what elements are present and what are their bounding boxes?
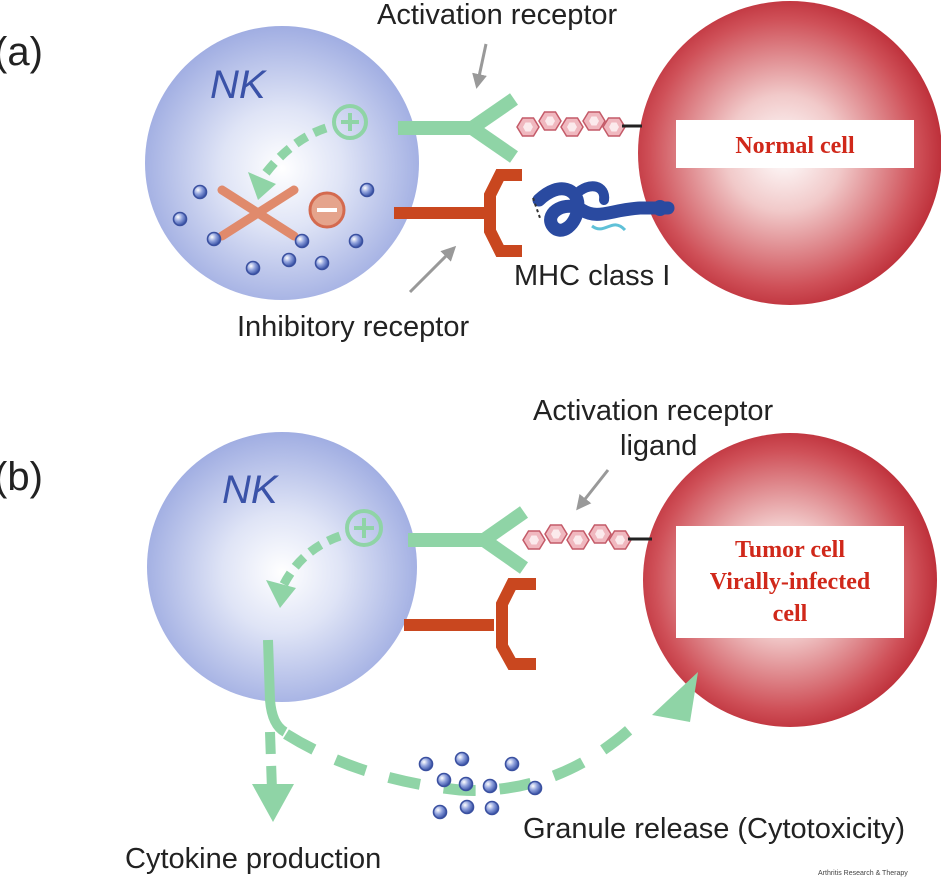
ligand-pointer	[576, 469, 610, 511]
granule-release-arrowhead	[652, 672, 698, 722]
ligand-label-line1: Activation receptor	[533, 395, 774, 427]
inhibitory-receptor-label: Inhibitory receptor	[237, 311, 469, 343]
nk-cell-a	[145, 26, 419, 300]
activation-receptor-b	[408, 506, 529, 574]
inhibitory-receptor-b	[404, 578, 536, 670]
activation-arrowhead-b	[266, 580, 296, 608]
journal-credit: Arthritis Research & Therapy	[818, 870, 908, 877]
block-x-icon	[217, 185, 299, 241]
panel-a-label: (a)	[0, 30, 43, 74]
panel-b-label: (b)	[0, 455, 43, 499]
mhc-class-i-molecule	[532, 181, 675, 237]
activation-signal-arrow-b	[277, 531, 342, 590]
inhibitory-receptor-a	[394, 169, 522, 257]
normal-cell-label: Normal cell	[735, 133, 855, 159]
ligand-label-line2: ligand	[620, 430, 697, 462]
mhc-class-i-label: MHC class I	[514, 260, 670, 292]
cytokine-arrow-stem	[265, 731, 277, 791]
cytokine-arrowhead	[252, 784, 294, 822]
nk-cell-b	[147, 432, 417, 702]
activation-receptor-label-a: Activation receptor	[377, 0, 618, 31]
granule-release-label: Granule release (Cytotoxicity)	[523, 813, 905, 845]
nk-label-b: NK	[222, 468, 280, 512]
tumor-cell-label-line3: cell	[773, 601, 808, 627]
granule-release-path	[283, 716, 644, 796]
activation-signal-arrow-a	[258, 123, 328, 181]
activation-ligand-a	[516, 111, 642, 137]
tumor-cell-label-line1: Tumor cell	[735, 537, 845, 563]
nk-label-a: NK	[210, 63, 268, 107]
activation-receptor-a	[398, 93, 518, 163]
tumor-cell-label-box	[676, 526, 904, 638]
normal-cell-label-box	[676, 120, 914, 168]
cytokine-production-label: Cytokine production	[125, 843, 381, 875]
plus-icon-b	[345, 509, 383, 547]
minus-icon-a	[308, 191, 346, 229]
activation-arrowhead-a	[248, 172, 276, 200]
tumor-cell-label-line2: Virally-infected	[710, 569, 871, 595]
activation-receptor-pointer-a	[472, 43, 488, 89]
activation-ligand-b	[522, 524, 652, 550]
inhibitory-receptor-pointer	[408, 245, 457, 294]
plus-icon-a	[332, 104, 368, 140]
cytokine-path	[263, 639, 288, 737]
